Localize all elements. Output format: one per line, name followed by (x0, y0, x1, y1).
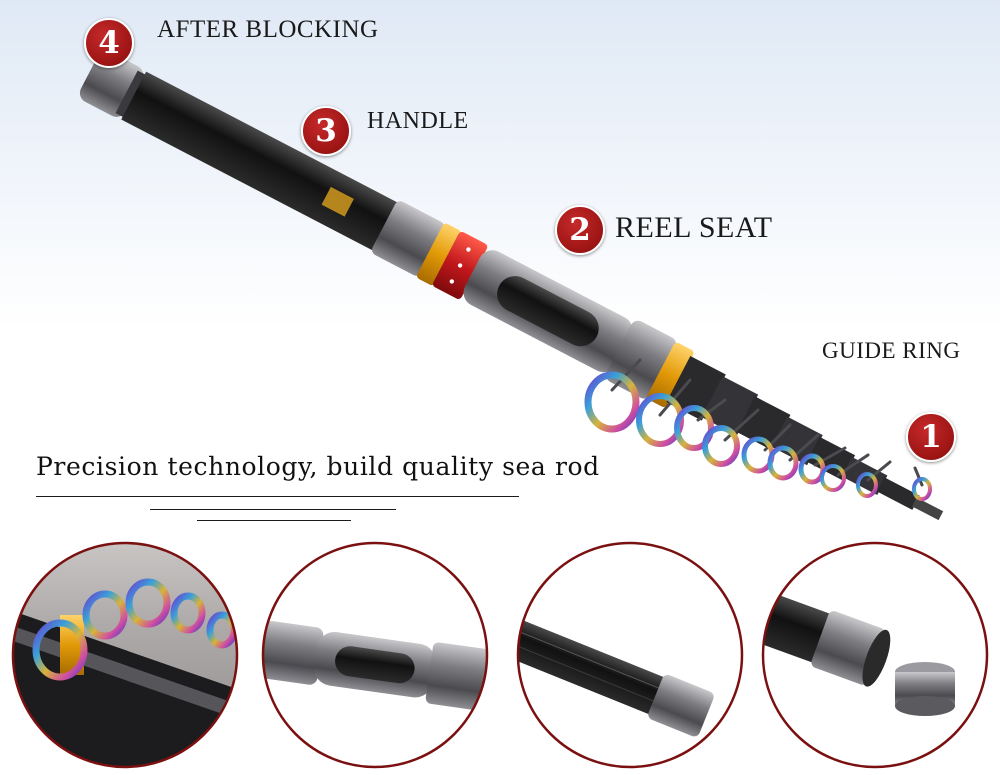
tagline-underline-3 (197, 520, 351, 521)
detail-circle-handle (516, 541, 744, 769)
callout-badge-1: 1 (906, 412, 956, 462)
callout-badge-2: 2 (555, 205, 605, 255)
callout-badge-3: 3 (301, 106, 351, 156)
tagline-underline-2 (150, 509, 396, 510)
detail-circle-end-cap (761, 541, 989, 769)
callout-label-reel-seat: REEL SEAT (615, 211, 773, 244)
tagline-underline-1 (36, 496, 519, 497)
callout-label-after-blocking: AFTER BLOCKING (157, 16, 379, 43)
callout-badge-4: 4 (84, 18, 134, 68)
detail-circle-guide-rings (11, 541, 239, 769)
detail-circle-reel-seat (261, 541, 489, 769)
callout-label-handle: HANDLE (367, 108, 469, 134)
callout-label-guide-ring: GUIDE RING (822, 338, 961, 363)
tagline-text: Precision technology, build quality sea … (36, 452, 600, 481)
